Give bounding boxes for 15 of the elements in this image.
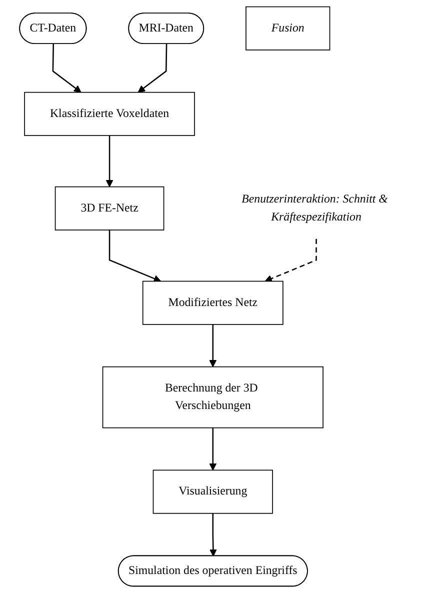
arrow: [209, 428, 217, 470]
arrow: [264, 238, 317, 282]
node-box: 3D FE-Netz: [54, 186, 164, 230]
node-box: Visualisierung: [152, 470, 273, 514]
arrow: [106, 136, 114, 188]
arrow: [52, 44, 82, 93]
arrow: [209, 513, 217, 556]
node-box: Modifiziertes Netz: [142, 280, 284, 325]
node-box: Berechnung der 3D Verschiebungen: [102, 366, 324, 428]
node-box: Klassifizierte Voxeldaten: [24, 92, 195, 136]
node-box: Fusion: [246, 6, 330, 50]
arrow: [108, 230, 162, 282]
arrow: [138, 44, 168, 93]
node-text: Benutzerinteraktion: Schnitt & Kräftespezifikation: [242, 193, 388, 224]
arrow: [209, 324, 217, 368]
